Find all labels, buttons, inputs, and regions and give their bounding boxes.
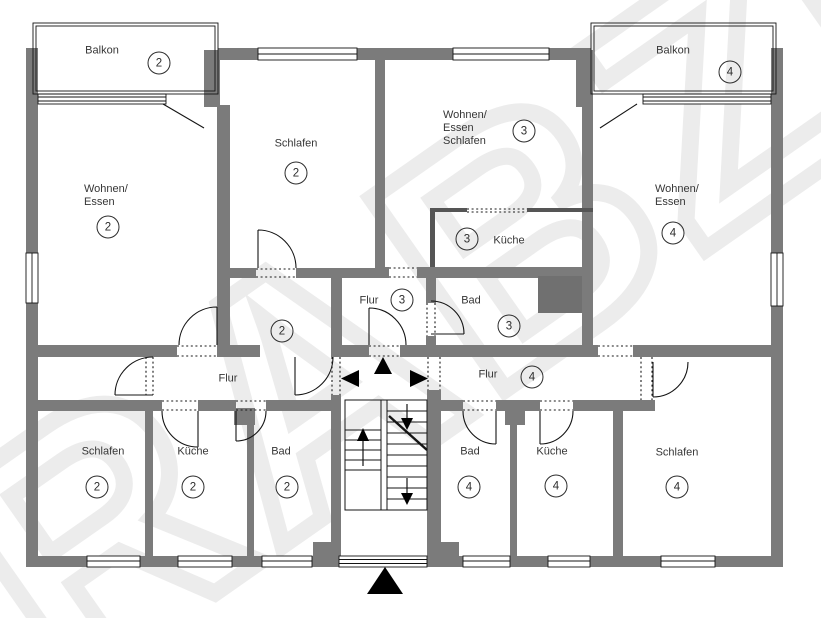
door-kueche4 xyxy=(539,410,574,445)
unit-number-bad-2: 2 xyxy=(275,475,299,499)
openings xyxy=(145,208,653,411)
unit-number-schlafen-4: 4 xyxy=(665,475,689,499)
window-bottom-5 xyxy=(547,555,591,568)
windows xyxy=(25,47,784,568)
balcony-door-band-right xyxy=(642,93,772,105)
room-label-wohnen-essen-2: Wohnen/ Essen xyxy=(84,183,128,208)
unit-number-schlafen-2: 2 xyxy=(85,475,109,499)
room-label-kueche-3: Küche xyxy=(493,234,525,247)
window-bottom-6 xyxy=(660,555,716,568)
unit-number-wohnen-essen-2: 2 xyxy=(96,215,120,239)
window-bottom-3 xyxy=(261,555,313,568)
window-top-left xyxy=(257,47,358,61)
unit-number-bad-3: 3 xyxy=(497,314,521,338)
room-label-flur-4: Flur xyxy=(478,368,498,381)
window-bottom-4 xyxy=(462,555,511,568)
room-label-bad-2: Bad xyxy=(271,445,291,458)
unit-number-kueche-3: 3 xyxy=(455,227,479,251)
window-left xyxy=(25,252,39,304)
door-bad3 xyxy=(430,300,465,335)
stair-stringer xyxy=(388,415,428,451)
door-kueche2 xyxy=(161,410,199,448)
arrow-left-icon xyxy=(341,370,359,387)
room-label-schlafen-2-oben: Schlafen xyxy=(274,137,318,150)
room-label-kueche-4: Küche xyxy=(536,445,568,458)
unit-number-bad-4: 4 xyxy=(457,475,481,499)
entrance-door-band xyxy=(338,555,428,568)
room-label-balkon-4: Balkon xyxy=(656,44,690,57)
unit-number-balkon-4: 4 xyxy=(718,60,742,84)
door-wohnen2 xyxy=(178,306,218,346)
unit-number-kueche-2: 2 xyxy=(181,475,205,499)
arrow-right-icon xyxy=(410,370,428,387)
balcony-outlines xyxy=(32,22,777,95)
unit-number-wohnen-essen-4: 4 xyxy=(661,221,685,245)
arrow-up-icon xyxy=(374,357,392,374)
unit-number-flur-2: 2 xyxy=(270,319,294,343)
room-label-wohnen-essen-4: Wohnen/ Essen xyxy=(655,183,699,208)
balcony-door-leaf-left xyxy=(162,103,205,129)
room-label-wohnen-essen-schlafen-3: Wohnen/ Essen Schlafen xyxy=(443,109,487,147)
room-label-flur-2: Flur xyxy=(218,372,238,385)
balcony-door-leaf-right xyxy=(599,103,638,129)
unit-number-balkon-2: 2 xyxy=(147,51,171,75)
door-flur3-landing xyxy=(368,307,407,346)
room-label-balkon-2: Balkon xyxy=(85,44,119,57)
unit-number-flur-3: 3 xyxy=(390,288,414,312)
door-schlafen4 xyxy=(652,361,689,398)
unit-number-wohnen-essen-schlafen-3: 3 xyxy=(512,119,536,143)
balcony-door-band-left xyxy=(37,93,167,105)
stair-up-arrow-icon xyxy=(357,428,369,466)
unit-number-flur-4: 4 xyxy=(520,365,544,389)
room-label-bad-3: Bad xyxy=(461,294,481,307)
stair-down-arrow-top-icon xyxy=(401,404,413,430)
door-bad2 xyxy=(235,410,267,442)
doors xyxy=(114,103,689,448)
room-label-bad-4: Bad xyxy=(460,445,480,458)
window-bottom-2 xyxy=(177,555,233,568)
window-bottom-1 xyxy=(86,555,141,568)
stair-down-arrow-bottom-icon xyxy=(401,478,413,505)
door-schlafen2-top xyxy=(257,229,297,269)
unit-number-schlafen-2-oben: 2 xyxy=(284,161,308,185)
room-label-schlafen-4: Schlafen xyxy=(655,446,699,459)
window-right xyxy=(770,252,784,307)
window-top-right xyxy=(452,47,550,61)
door-bad4 xyxy=(462,410,497,445)
unit-number-kueche-4: 4 xyxy=(544,474,568,498)
entrance-arrow-icon xyxy=(367,567,403,594)
direction-arrows xyxy=(341,357,428,594)
room-label-schlafen-2: Schlafen xyxy=(81,445,125,458)
room-label-flur-3: Flur xyxy=(359,294,379,307)
staircase xyxy=(344,399,428,511)
room-label-kueche-2: Küche xyxy=(177,445,209,458)
